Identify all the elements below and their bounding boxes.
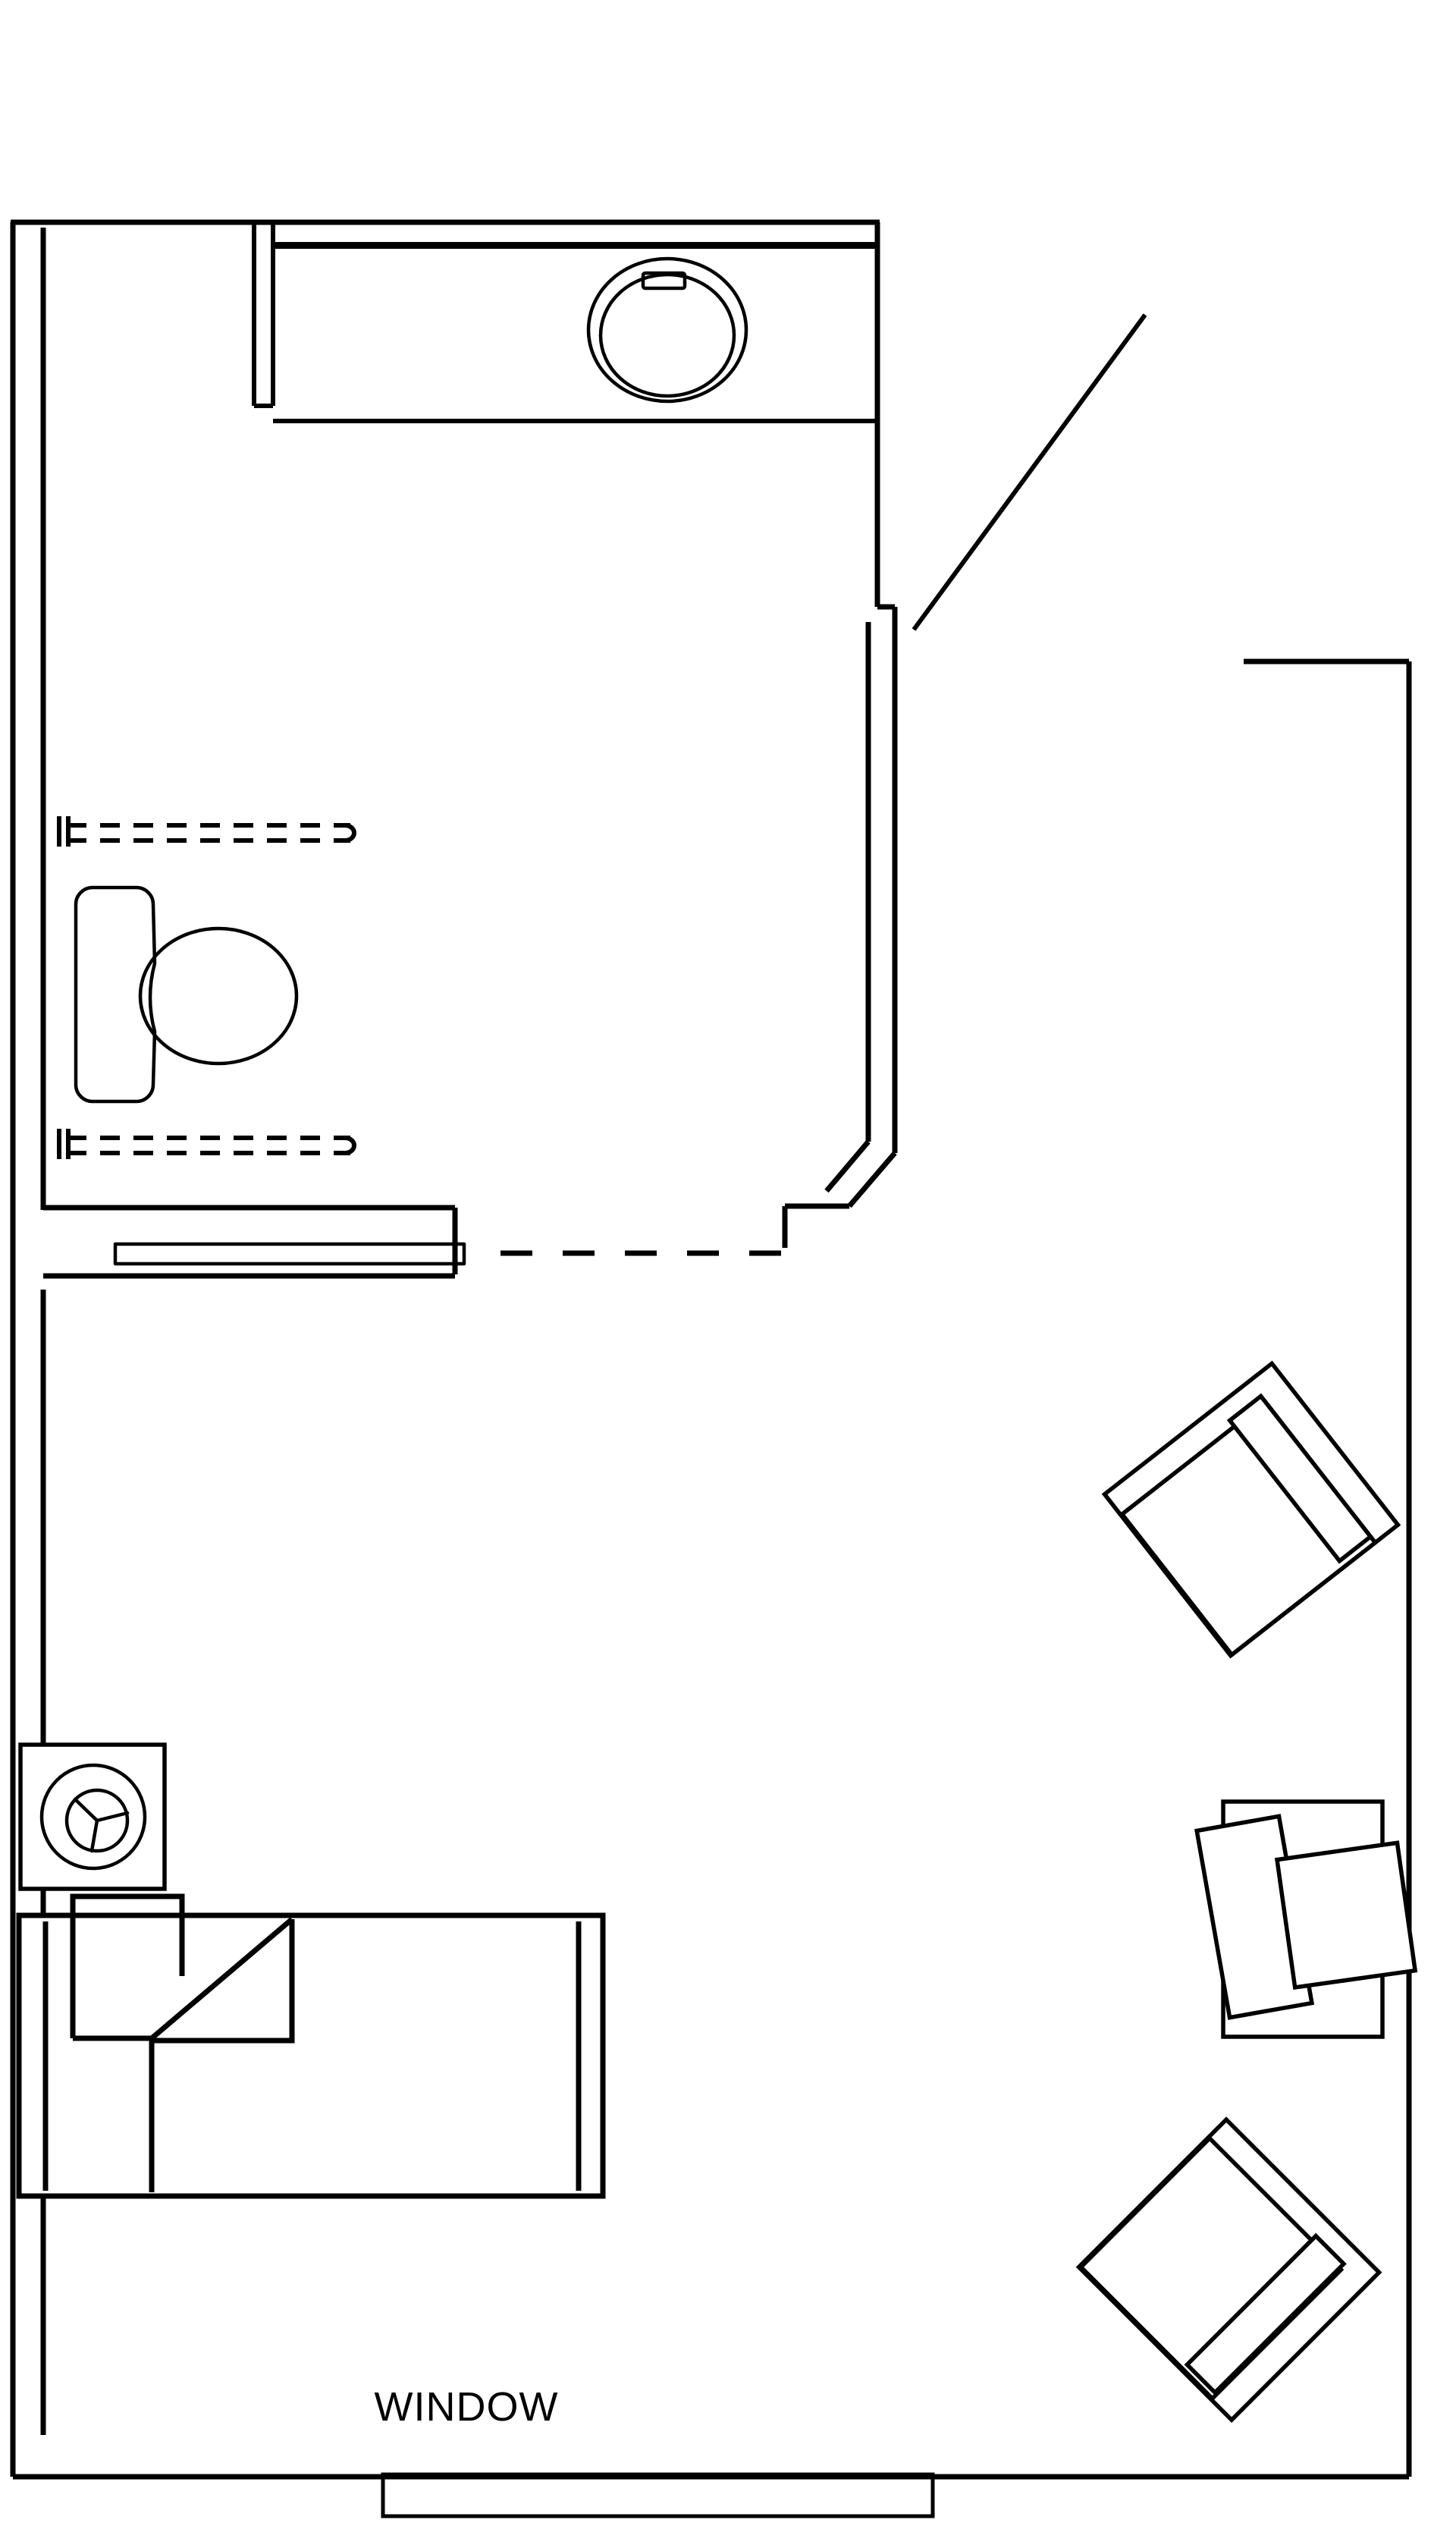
bed-pillow xyxy=(70,1893,185,2038)
table-lamp-icon xyxy=(39,1763,147,1871)
toilet-tank xyxy=(74,885,157,1104)
bathroom-right-wall-chamfer xyxy=(847,1151,897,1208)
bathroom-right-wall-inner-chamfer xyxy=(824,1139,871,1193)
window-sill xyxy=(381,2472,935,2518)
grab-bar-upper-end-cap xyxy=(344,823,356,843)
armchair-upper-backrest xyxy=(1226,1393,1374,1564)
armchair-lower-backrest xyxy=(1184,2232,1347,2396)
bed-sheet-turndown xyxy=(152,1919,295,2044)
lamp-spoke-3 xyxy=(89,1818,99,1853)
chair-right-seat xyxy=(1274,1840,1418,1990)
window-sill-box xyxy=(381,2472,935,2518)
sink-basin-outer-rim xyxy=(586,256,748,404)
window-label: WINDOW xyxy=(374,2384,559,2430)
armchair-upper xyxy=(1101,1360,1401,1659)
side-table-group xyxy=(1194,1799,1418,2039)
sink-basin-inner-bowl xyxy=(598,272,736,398)
toilet-bowl xyxy=(138,926,299,1066)
shower-curtain-rod xyxy=(113,1242,466,1266)
vanity-partition xyxy=(252,225,877,423)
bed-mattress xyxy=(16,1912,606,2199)
grab-bar-lower-end-cap xyxy=(344,1136,356,1155)
bedroom-walls xyxy=(10,658,1412,2480)
bed xyxy=(16,1893,606,2199)
grab-bar-lower xyxy=(57,1129,356,1159)
lamp-outer-circle xyxy=(39,1763,147,1871)
window-label-wrapper: WINDOW xyxy=(0,2383,933,2430)
toilet xyxy=(74,885,299,1104)
bed-sheet-diagonal xyxy=(149,1917,294,2041)
shower-curtain-rod-bar xyxy=(113,1242,466,1266)
bathroom-walls xyxy=(10,219,898,1282)
sink-basin xyxy=(586,256,748,404)
lamp-spoke-1 xyxy=(73,1797,99,1823)
entry-door-leaf xyxy=(912,313,1147,631)
lamp-spoke-2 xyxy=(95,1811,130,1823)
nightstand xyxy=(18,1742,167,1891)
sink-faucet-icon xyxy=(641,271,687,291)
armchair-lower xyxy=(1075,2116,1382,2424)
chair-right xyxy=(1274,1840,1418,1990)
grab-bar-upper xyxy=(57,816,356,847)
lamp-inner-circle xyxy=(64,1788,130,1853)
entry-door xyxy=(912,313,1147,631)
